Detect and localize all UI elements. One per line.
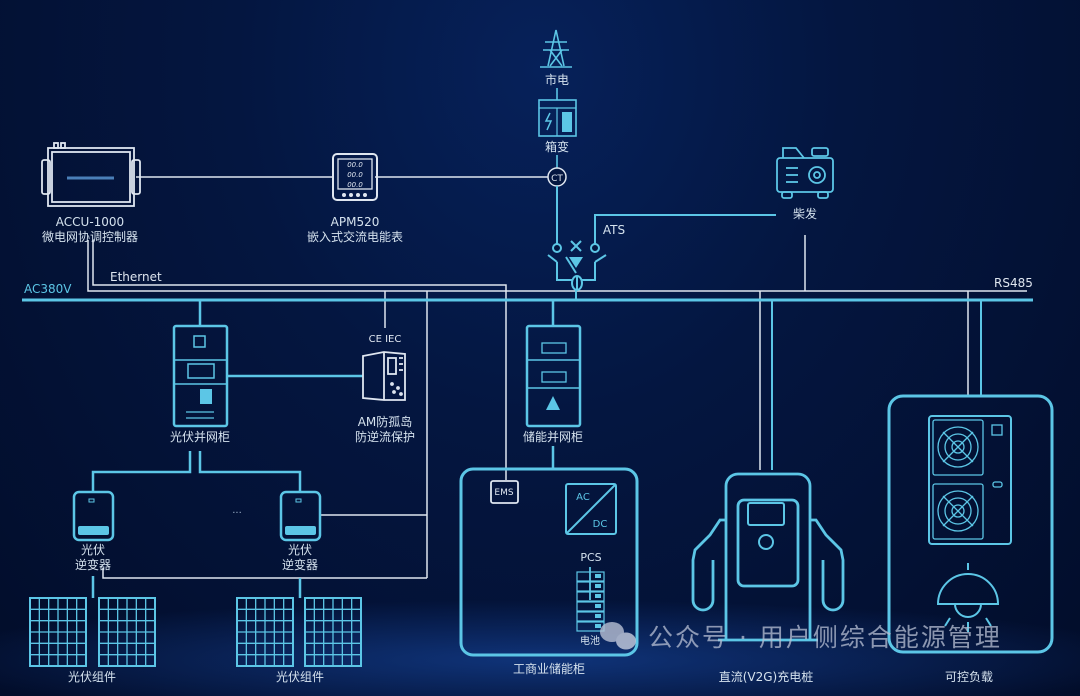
diesel-generator-icon: [776, 147, 834, 199]
inverter-label-1: 光伏: [288, 543, 312, 557]
controller-device-icon: [41, 142, 141, 207]
watermark: 公众号 · 用户侧综合能源管理: [648, 623, 1002, 652]
power-tower-icon: [540, 29, 572, 68]
pv-panel-icon: [29, 597, 87, 667]
rs485-label: RS485: [994, 276, 1033, 290]
battery-module: [576, 571, 605, 582]
ac-label: AC: [576, 492, 590, 503]
battery-module: [576, 601, 605, 612]
pv-cabinet-label: 光伏并网柜: [170, 430, 230, 444]
pv-grid-cabinet-icon: [172, 324, 229, 428]
fan-icon: [932, 483, 984, 540]
inverter-label-1: 光伏: [81, 543, 105, 557]
meter-model: APM520: [331, 215, 380, 229]
transformer-label: 箱变: [545, 139, 569, 154]
power-meter-icon: 00.0 00.0 00.0: [332, 153, 378, 201]
pv-panel-icon: [304, 597, 362, 667]
pv-module-label: 光伏组件: [68, 670, 116, 684]
meter-name: 嵌入式交流电能表: [307, 229, 403, 244]
meter-reading: 00.0: [347, 181, 363, 189]
ems-label: EMS: [494, 488, 513, 498]
certification-label: CE IEC: [369, 334, 402, 345]
protection-relay-icon: [362, 351, 406, 401]
storage-label: 工商业储能柜: [513, 661, 585, 676]
pv-inverter-icon: [279, 490, 322, 542]
charger-label: 直流(V2G)充电桩: [719, 669, 814, 684]
lamp-icon: [936, 563, 1000, 632]
box-transformer-icon: [538, 99, 577, 137]
controller-model: ACCU-1000: [56, 215, 124, 229]
battery-rack-icon: [576, 571, 605, 632]
ethernet-label: Ethernet: [110, 270, 162, 284]
fan-icon: [932, 419, 984, 476]
storage-unit: EMS AC DC PCS 电池: [459, 467, 639, 657]
pv-panels: [29, 597, 362, 667]
generator-label: 柴发: [793, 206, 817, 221]
pcs-label: PCS: [580, 551, 601, 564]
ats-label: ATS: [603, 223, 625, 237]
wechat-icon: [600, 622, 636, 650]
battery-module: [576, 611, 605, 622]
pv-panel-icon: [98, 597, 156, 667]
breaker-icon: [565, 240, 583, 291]
controller-name: 微电网协调控制器: [42, 229, 138, 244]
comm-lines: [87, 176, 1027, 579]
battery-module: [576, 581, 605, 592]
ac380v-label: AC380V: [24, 282, 72, 296]
protection-label-1: AM防孤岛: [358, 414, 413, 429]
controllable-load-unit: [887, 394, 1054, 654]
storage-cabinet-label: 储能并网柜: [523, 429, 583, 444]
battery-module: [576, 591, 605, 602]
pv-inverter-icon: [72, 490, 115, 542]
protection-label-2: 防逆流保护: [355, 429, 415, 444]
pv-panel-icon: [236, 597, 294, 667]
pv-module-label: 光伏组件: [276, 670, 324, 684]
ev-charger-icon: [691, 472, 845, 642]
battery-label: 电池: [580, 634, 600, 647]
grid-label: 市电: [545, 72, 569, 87]
load-label: 可控负载: [945, 670, 993, 684]
meter-reading: 00.0: [347, 161, 363, 169]
dc-label: DC: [593, 519, 608, 530]
storage-grid-cabinet-icon: [525, 324, 582, 428]
ct-label: CT: [551, 174, 563, 184]
inverter-label-2: 逆变器: [75, 557, 111, 572]
meter-reading: 00.0: [347, 171, 363, 179]
ellipsis: ...: [232, 505, 242, 516]
inverter-label-2: 逆变器: [282, 557, 318, 572]
